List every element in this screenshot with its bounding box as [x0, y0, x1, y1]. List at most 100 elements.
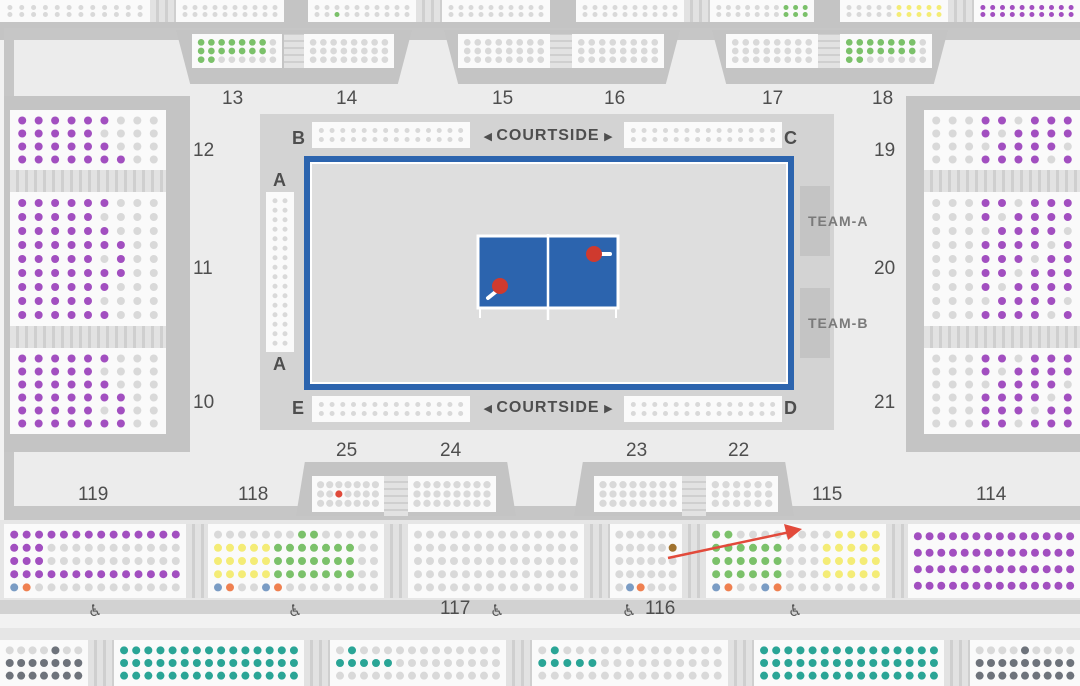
seat[interactable]	[871, 557, 880, 565]
seat[interactable]	[326, 499, 334, 507]
seat[interactable]	[932, 155, 941, 164]
seat[interactable]	[109, 530, 118, 539]
bottom-block-6[interactable]	[970, 640, 1080, 686]
seat[interactable]	[334, 5, 340, 10]
seat[interactable]	[1066, 565, 1075, 574]
seat[interactable]	[205, 659, 213, 667]
seat[interactable]	[229, 646, 238, 655]
seat[interactable]	[727, 411, 733, 416]
seat[interactable]	[1031, 581, 1039, 590]
seat[interactable]	[462, 583, 470, 592]
seat[interactable]	[414, 557, 422, 565]
seat[interactable]	[404, 137, 410, 142]
seat[interactable]	[134, 530, 143, 539]
seat[interactable]	[116, 116, 125, 125]
seat[interactable]	[1007, 532, 1016, 541]
seat[interactable]	[893, 646, 902, 655]
seat[interactable]	[314, 12, 320, 17]
seat[interactable]	[727, 402, 733, 407]
seat[interactable]	[340, 411, 346, 416]
seat[interactable]	[619, 47, 627, 55]
seat[interactable]	[663, 411, 668, 416]
seat[interactable]	[1063, 283, 1072, 291]
seat[interactable]	[336, 671, 344, 680]
seat[interactable]	[638, 646, 647, 655]
seat[interactable]	[28, 671, 37, 680]
seat[interactable]	[415, 411, 421, 416]
seat[interactable]	[272, 226, 278, 232]
seat[interactable]	[932, 142, 941, 151]
seat[interactable]	[34, 129, 43, 138]
seat[interactable]	[869, 671, 878, 680]
seat[interactable]	[450, 583, 458, 592]
seat[interactable]	[102, 5, 108, 10]
seat[interactable]	[1007, 565, 1016, 574]
seat[interactable]	[463, 47, 471, 55]
seat[interactable]	[444, 646, 452, 655]
seat[interactable]	[570, 530, 578, 539]
seat[interactable]	[51, 393, 60, 402]
seat[interactable]	[773, 47, 781, 55]
seat[interactable]	[272, 293, 278, 299]
seat[interactable]	[550, 646, 559, 655]
seat[interactable]	[468, 12, 474, 17]
seat[interactable]	[492, 671, 500, 680]
seat[interactable]	[34, 283, 43, 291]
seat[interactable]	[298, 570, 306, 579]
seat[interactable]	[132, 646, 141, 655]
seat[interactable]	[414, 543, 422, 552]
seat[interactable]	[90, 5, 96, 10]
seat[interactable]	[783, 5, 789, 10]
seat[interactable]	[67, 354, 76, 363]
seat[interactable]	[34, 213, 43, 221]
seat[interactable]	[361, 137, 367, 142]
seat[interactable]	[250, 530, 258, 539]
seat[interactable]	[626, 646, 634, 655]
seat[interactable]	[866, 39, 874, 46]
seat[interactable]	[450, 530, 458, 539]
seat[interactable]	[626, 659, 634, 667]
seat[interactable]	[716, 12, 722, 17]
seat[interactable]	[1068, 5, 1074, 10]
seat[interactable]	[743, 499, 751, 507]
seat[interactable]	[109, 583, 118, 592]
seat[interactable]	[116, 283, 125, 291]
seat[interactable]	[609, 47, 617, 55]
seat[interactable]	[393, 402, 399, 407]
seat[interactable]	[31, 12, 37, 17]
seat[interactable]	[822, 570, 831, 579]
seat[interactable]	[716, 128, 722, 133]
seat[interactable]	[298, 543, 306, 552]
seat[interactable]	[613, 671, 622, 680]
seat[interactable]	[1029, 5, 1035, 10]
seat[interactable]	[474, 543, 482, 552]
seat[interactable]	[932, 419, 941, 428]
seat[interactable]	[348, 671, 356, 680]
seat[interactable]	[498, 530, 506, 539]
seat[interactable]	[866, 12, 872, 17]
seat[interactable]	[908, 39, 916, 46]
seat[interactable]	[896, 5, 902, 10]
seat[interactable]	[534, 583, 542, 592]
seat[interactable]	[822, 557, 831, 565]
seat[interactable]	[663, 137, 668, 142]
seat[interactable]	[269, 47, 277, 55]
seat[interactable]	[609, 39, 617, 46]
courtside-b-seats[interactable]	[312, 122, 470, 148]
seat[interactable]	[932, 354, 941, 363]
seat[interactable]	[116, 367, 125, 376]
seat[interactable]	[67, 129, 76, 138]
seat[interactable]	[265, 659, 274, 667]
seat[interactable]	[453, 481, 461, 489]
seat[interactable]	[51, 354, 60, 363]
seat[interactable]	[1014, 393, 1023, 402]
seat[interactable]	[676, 671, 685, 680]
seat[interactable]	[495, 47, 503, 55]
seat[interactable]	[358, 557, 366, 565]
seat[interactable]	[871, 583, 880, 592]
seat[interactable]	[84, 155, 92, 164]
seat[interactable]	[663, 671, 672, 680]
seat[interactable]	[724, 557, 733, 565]
seat[interactable]	[772, 659, 781, 667]
seat[interactable]	[168, 646, 177, 655]
